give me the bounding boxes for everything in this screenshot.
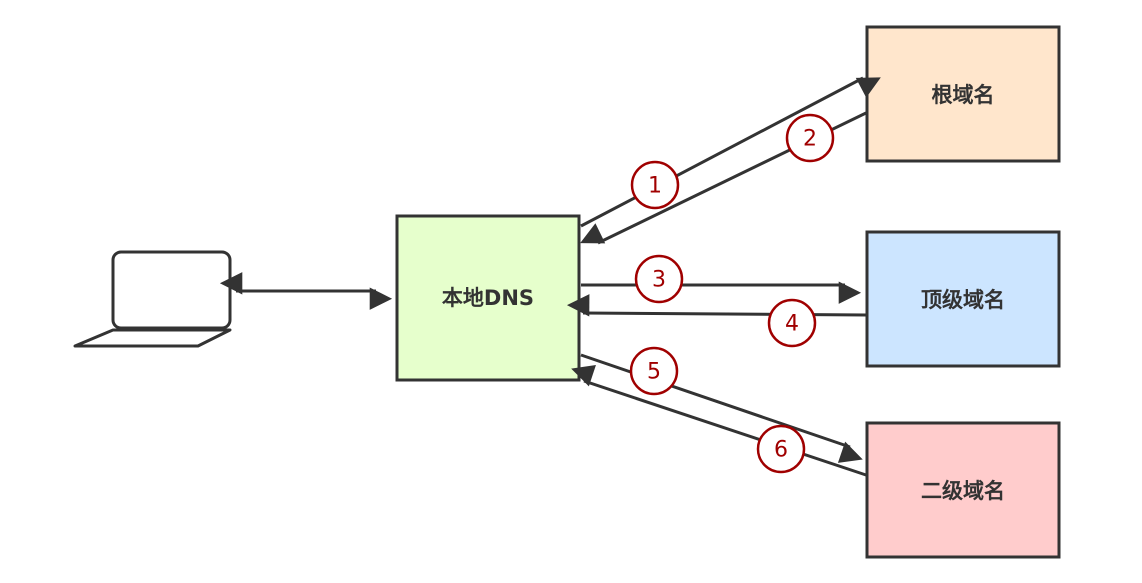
tld-node: 顶级域名	[865, 230, 1061, 368]
step-badge-3: 3	[634, 254, 684, 304]
second-level-node: 二级域名	[865, 421, 1061, 559]
root-box	[865, 25, 1061, 163]
tld-label: 顶级域名	[921, 288, 1005, 312]
root-label: 根域名	[932, 83, 995, 107]
laptop-icon	[73, 250, 232, 348]
local-dns-node: 本地DNS	[395, 214, 581, 382]
second-level-box	[865, 421, 1061, 559]
second-level-label: 二级域名	[921, 479, 1005, 503]
step-badge-4: 4	[767, 298, 817, 348]
tld-box	[865, 230, 1061, 368]
arrow-step-1	[580, 76, 881, 228]
step-number: 5	[647, 360, 661, 385]
arrow-step-4	[566, 294, 867, 317]
arrow-step-6	[571, 365, 867, 477]
step-badge-5: 5	[629, 346, 679, 396]
step-badge-6: 6	[756, 424, 806, 474]
step-badge-1: 1	[630, 160, 680, 210]
step-badge-2: 2	[785, 113, 835, 163]
step-number: 4	[785, 312, 799, 337]
arrow-step-5	[580, 353, 863, 463]
root-node: 根域名	[865, 25, 1061, 163]
local-dns-label: 本地DNS	[442, 286, 534, 310]
step-number: 6	[774, 438, 788, 463]
step-number: 1	[648, 174, 662, 199]
step-number: 3	[652, 268, 666, 293]
step-number: 2	[803, 127, 817, 152]
